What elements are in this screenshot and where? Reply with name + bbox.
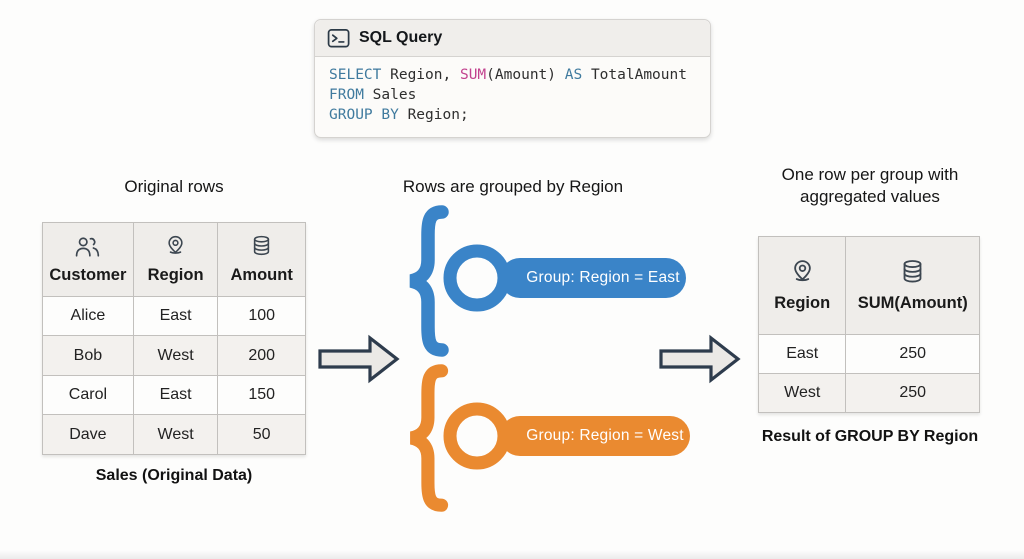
group-label-east: Group: Region = East [500,258,686,298]
table-row: Alice East 100 [42,296,306,336]
sql-code-line-1: SELECT Region, SUM(Amount) AS TotalAmoun… [329,67,687,83]
group-label-west: Group: Region = West [500,416,690,456]
block-arrow-right-icon [318,334,400,384]
amount-column-header: Amount [217,222,306,297]
curly-brace-icon [409,205,449,357]
table-row: West 250 [757,373,980,413]
sales-table-caption: Sales (Original Data) [95,467,253,484]
result-table-caption: Result of GROUP BY Region [761,428,979,445]
customer-column-header: Customer [42,222,134,297]
location-pin-icon [168,235,183,254]
grouping-title: Rows are grouped by Region [402,177,624,196]
sql-panel-title: SQL Query [359,29,443,46]
sql-code-line-2: FROM Sales [329,87,417,103]
table-row: Bob West 200 [42,335,306,376]
block-arrow-right-icon [659,334,741,384]
database-icon [254,235,270,256]
database-icon [903,260,922,283]
customers-icon [76,236,100,257]
sales-table: Customer Region [42,222,306,455]
sql-query-panel: SQL Query SELECT Region, SUM(Amount) AS … [314,19,711,138]
sql-panel-header: SQL Query [315,20,710,57]
result-table-header-row: Region SUM(Amount) [757,236,980,335]
table-row: Dave West 50 [42,414,306,455]
sales-table-header-row: Customer Region [42,222,306,297]
table-row: East 250 [757,334,980,374]
sum-amount-column-header: SUM(Amount) [845,236,980,335]
terminal-icon [327,28,350,47]
sql-code-line-3: GROUP BY Region; [329,107,469,123]
page-bottom-edge [0,550,1024,559]
curly-brace-icon [409,364,449,512]
original-rows-title: Original rows [124,177,224,196]
location-pin-icon [793,260,811,282]
sql-code-block: SELECT Region, SUM(Amount) AS TotalAmoun… [315,57,710,137]
region-column-header: Region [132,222,219,297]
table-row: Carol East 150 [42,375,306,415]
result-table: Region SUM(Amount) East 250 West 250 [757,236,980,413]
region-column-header: Region [757,236,847,335]
result-title: One row per group with aggregated values [781,165,959,206]
